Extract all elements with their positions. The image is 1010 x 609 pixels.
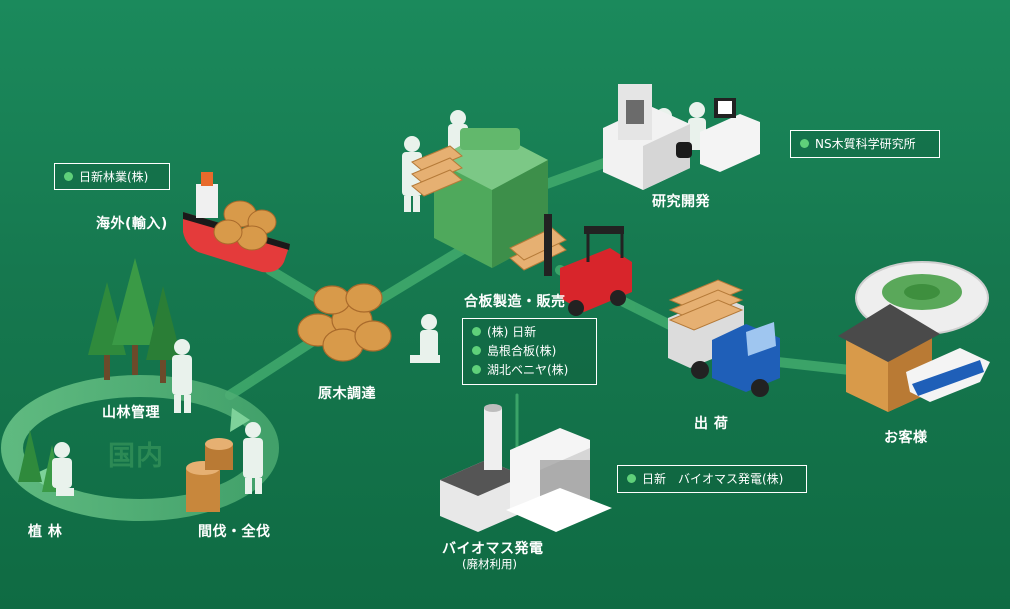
label-log-procurement: 原木調達 bbox=[318, 386, 376, 402]
marker-dot bbox=[800, 139, 809, 148]
tag-plywood-company-1: (株) 日新 bbox=[487, 325, 537, 339]
tag-plywood-company-2: 島根合板(株) bbox=[487, 344, 557, 358]
label-customers: お客様 bbox=[884, 430, 928, 446]
tag-plywood-company-3: 湖北ベニヤ(株) bbox=[487, 363, 569, 377]
tag-forestry-text: 日新林業(株) bbox=[79, 170, 149, 184]
label-plywood-manufacturing-sales: 合板製造・販売 bbox=[464, 294, 566, 310]
tag-research-lab: NS木質科学研究所 bbox=[790, 130, 940, 158]
laboratory-icon bbox=[603, 84, 760, 190]
tag-biomass-company: 日新 バイオマス発電(株) bbox=[617, 465, 807, 493]
label-overseas-import: 海外(輸入) bbox=[96, 216, 168, 232]
marker-dot bbox=[64, 172, 73, 181]
label-biomass-power: バイオマス発電 bbox=[442, 541, 544, 557]
cargo-ship-icon bbox=[183, 172, 290, 273]
marker-dot bbox=[472, 346, 481, 355]
label-thinning-felling: 間伐・全伐 bbox=[198, 524, 271, 540]
label-forest-management: 山林管理 bbox=[102, 405, 160, 421]
tag-research-lab-text: NS木質科学研究所 bbox=[815, 137, 916, 151]
marker-dot bbox=[627, 474, 636, 483]
delivery-truck-icon bbox=[668, 279, 780, 397]
label-research-development: 研究開発 bbox=[652, 194, 710, 210]
house-stadium-boat-icon bbox=[838, 261, 990, 412]
plywood-press-icon bbox=[411, 128, 567, 271]
label-shipping: 出 荷 bbox=[694, 416, 729, 432]
tree-stumps-icon bbox=[186, 438, 233, 512]
tag-biomass-company-text: 日新 バイオマス発電(株) bbox=[642, 472, 784, 486]
biomass-plant-icon bbox=[440, 404, 612, 532]
marker-dot bbox=[472, 327, 481, 336]
label-planting: 植 林 bbox=[28, 524, 63, 540]
forklift-icon bbox=[544, 214, 632, 316]
label-domestic: 国内 bbox=[108, 441, 164, 472]
tag-plywood-companies: (株) 日新 島根合板(株) 湖北ベニヤ(株) bbox=[462, 318, 597, 385]
log-pile-icon bbox=[297, 283, 392, 362]
tag-forestry-company: 日新林業(株) bbox=[54, 163, 170, 190]
marker-dot bbox=[472, 365, 481, 374]
label-biomass-power-sub: (廃材利用) bbox=[462, 557, 517, 571]
